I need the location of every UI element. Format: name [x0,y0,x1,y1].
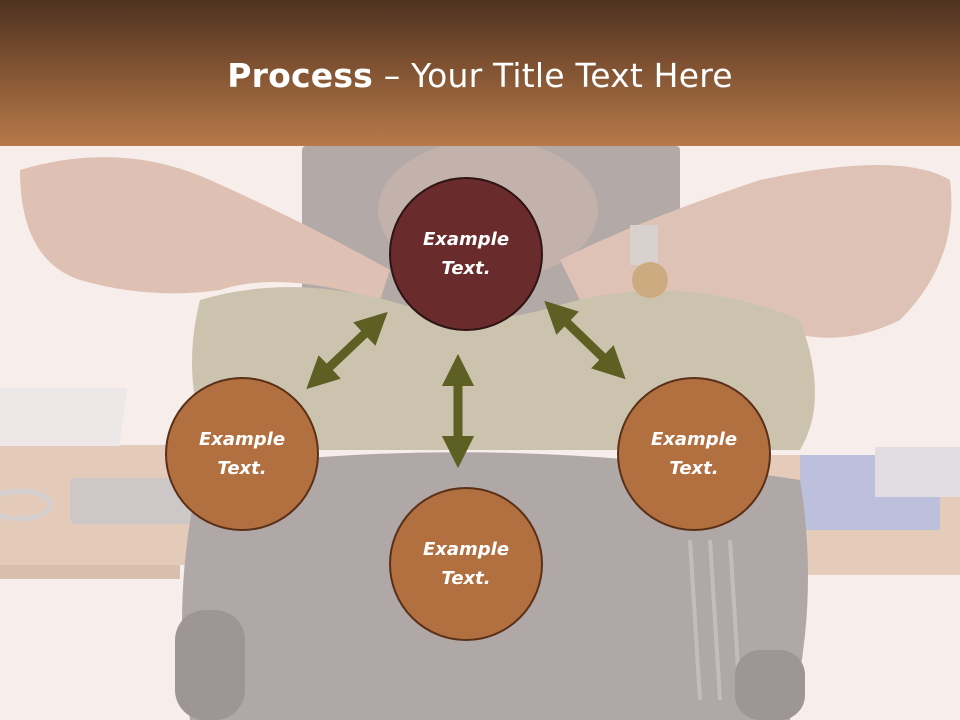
node-top-line2: Text. [441,258,491,279]
title-bold: Process [227,55,374,95]
arrow-top-right [544,300,626,380]
node-bottom-line2: Text. [441,568,491,589]
node-left-line1: Example [198,429,286,450]
process-node-top: Example Text. [389,177,543,331]
node-right-line1: Example [650,429,738,450]
process-node-right: Example Text. [617,377,771,531]
node-right-line2: Text. [669,458,719,479]
node-left-line2: Text. [217,458,267,479]
slide-title: Process – Your Title Text Here [227,56,733,95]
title-bar: Process – Your Title Text Here [0,0,960,146]
process-node-bottom: Example Text. [389,487,543,641]
node-bottom-line1: Example [422,539,510,560]
title-rest: – Your Title Text Here [373,55,733,95]
process-node-left: Example Text. [165,377,319,531]
node-top-line1: Example [422,229,510,250]
arrow-top-left [306,311,388,390]
